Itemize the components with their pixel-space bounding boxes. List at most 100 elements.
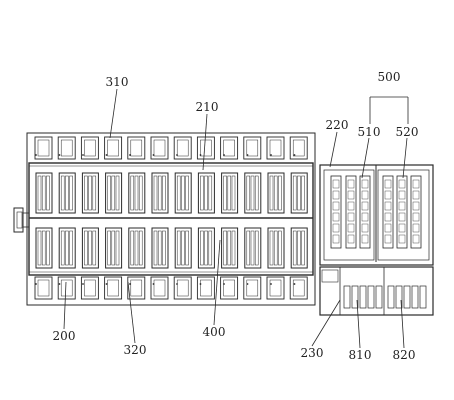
top-cooling-unit xyxy=(104,136,123,160)
upper-rack-slot xyxy=(41,175,46,211)
room-510-module xyxy=(361,212,369,222)
lower-rack xyxy=(221,227,239,269)
label-820: 820 xyxy=(392,348,416,362)
outline-dot xyxy=(58,283,61,285)
upper-rack-slot xyxy=(273,175,278,211)
label-320: 320 xyxy=(123,343,147,357)
room-520-module xyxy=(398,234,406,244)
leader-210 xyxy=(202,113,208,171)
room-810-cabinet xyxy=(359,285,367,309)
upper-rack-slot xyxy=(130,175,135,211)
upper-rack-slot xyxy=(107,175,111,211)
top-cooling-unit-inner xyxy=(200,139,212,157)
upper-rack-slot xyxy=(254,175,259,211)
lower-rack-slot xyxy=(231,230,236,266)
upper-rack-slot xyxy=(185,175,189,211)
room-510-cabinet xyxy=(359,175,371,249)
room-520-module xyxy=(398,179,406,189)
top-cooling-unit-inner xyxy=(153,139,166,157)
lower-rack-slot xyxy=(185,230,189,266)
bottom-cooling-unit xyxy=(127,276,146,300)
room-520-module xyxy=(412,234,420,244)
room-510-module xyxy=(347,190,355,200)
room-820-cabinet xyxy=(403,285,411,309)
lower-rack-slot xyxy=(297,230,301,266)
room-510-module xyxy=(361,190,369,200)
top-cooling-unit xyxy=(173,136,192,160)
room-810-cabinet xyxy=(375,285,383,309)
top-cooling-unit xyxy=(127,136,146,160)
bottom-cooling-unit xyxy=(57,276,76,300)
lower-rack-slot xyxy=(181,230,185,266)
bottom-cooling-unit-inner xyxy=(153,279,166,297)
upper-rack-slot xyxy=(115,175,120,211)
lower-rack-slot xyxy=(246,230,251,266)
upper-rack xyxy=(174,172,192,214)
room-820-cabinet xyxy=(411,285,419,309)
lower-rack xyxy=(197,227,215,269)
room-520-cabinet xyxy=(396,175,408,249)
lower-rack-slot xyxy=(204,230,208,266)
lower-rack xyxy=(58,227,76,269)
upper-rack-slot xyxy=(250,175,255,211)
upper-rack xyxy=(197,172,215,214)
leader-510 xyxy=(361,137,370,179)
leader-310 xyxy=(109,88,118,139)
bottom-cooling-unit-inner xyxy=(269,279,282,297)
outline-dot xyxy=(270,154,272,156)
room-810-cabinet xyxy=(351,285,359,309)
leader-320 xyxy=(127,281,136,344)
top-cooling-unit xyxy=(150,136,169,160)
lower-rack-slot xyxy=(162,230,166,266)
room-510-module xyxy=(332,179,340,189)
leader-200 xyxy=(63,281,67,330)
upper-rack xyxy=(267,172,285,214)
lower-rack xyxy=(267,227,285,269)
top-cooling-unit-inner xyxy=(107,139,119,157)
room-510-module xyxy=(347,223,355,233)
upper-rack-slot xyxy=(208,175,213,211)
room-510-module xyxy=(347,234,355,244)
upper-rack-slot xyxy=(269,175,274,211)
top-cooling-unit xyxy=(266,136,285,160)
lower-rack xyxy=(151,227,169,269)
label-500: 500 xyxy=(377,70,401,84)
top-cooling-unit-inner xyxy=(292,139,305,157)
upper-rack-slot xyxy=(176,175,181,211)
main-hall-outline xyxy=(26,132,316,306)
lower-rack-slot xyxy=(223,230,227,266)
bottom-cooling-unit xyxy=(104,276,123,300)
bottom-cooling-unit xyxy=(196,276,215,300)
lower-rack-slot xyxy=(69,230,73,266)
bottom-cooling-unit xyxy=(173,276,192,300)
lower-rack-slot xyxy=(41,230,46,266)
upper-rack-slot xyxy=(301,175,305,211)
room-810-cabinet xyxy=(343,285,351,309)
lower-rack-slot xyxy=(37,230,42,266)
leader-230 xyxy=(311,299,341,347)
label-510: 510 xyxy=(357,125,381,139)
bottom-cooling-unit xyxy=(80,276,99,300)
outline-dot xyxy=(129,283,131,285)
bottom-cooling-unit-inner xyxy=(84,279,96,297)
upper-rack xyxy=(58,172,76,214)
label-210: 210 xyxy=(195,100,219,114)
top-cooling-unit xyxy=(196,136,215,160)
room-820-cabinet xyxy=(387,285,395,309)
room-520-module xyxy=(384,234,392,244)
lower-rack-slot xyxy=(46,230,50,266)
lower-rack-slot xyxy=(273,230,278,266)
top-cooling-unit xyxy=(243,136,262,160)
label-520: 520 xyxy=(395,125,419,139)
lower-rack-slot xyxy=(278,230,282,266)
top-cooling-unit xyxy=(34,136,53,160)
room-520-module xyxy=(412,223,420,233)
outline-dot xyxy=(35,283,37,285)
upper-rack-slot xyxy=(231,175,236,211)
auxiliary-rooms xyxy=(319,164,434,316)
upper-rack-slot xyxy=(297,175,301,211)
lower-rack xyxy=(290,227,308,269)
label-200: 200 xyxy=(52,329,76,343)
